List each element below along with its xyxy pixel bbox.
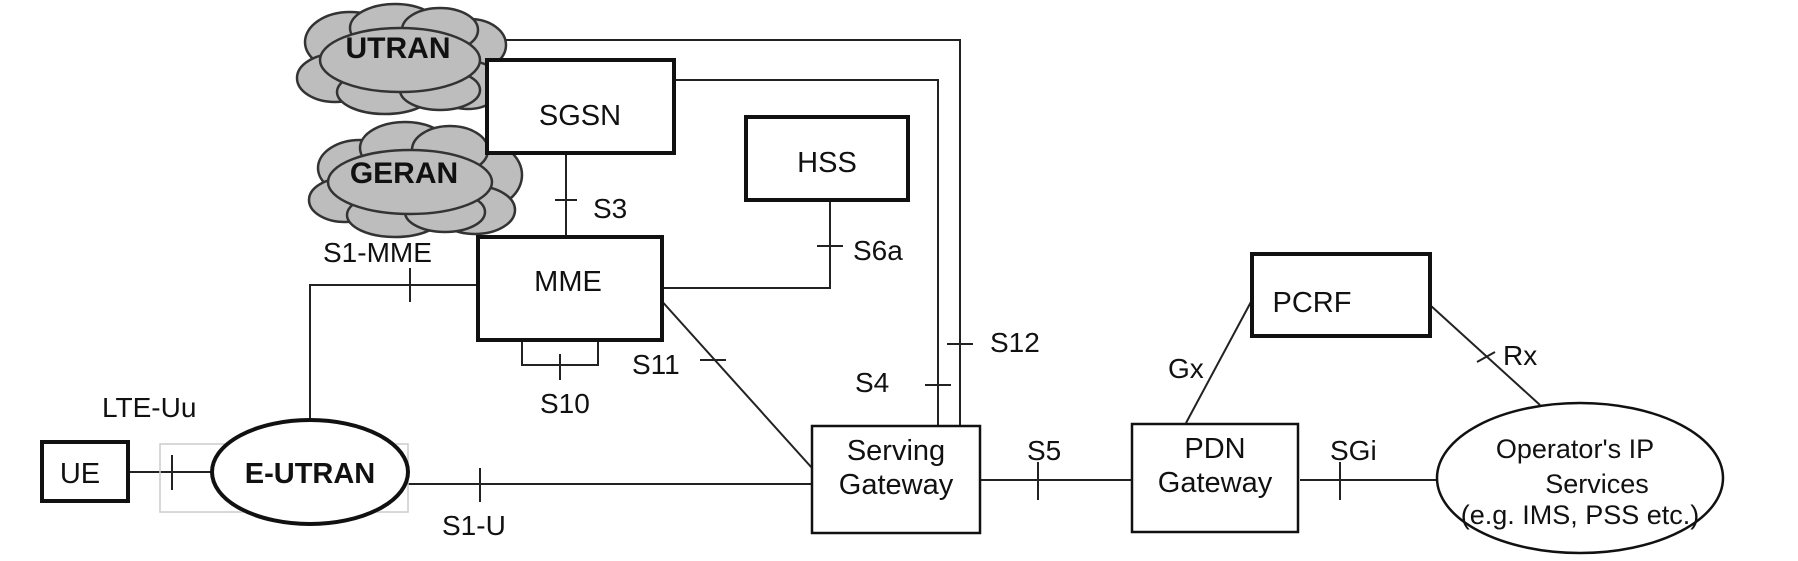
sgsn-box — [485, 58, 676, 155]
utran-label: UTRAN — [346, 32, 451, 65]
operator-label-1: Operator's IP — [1496, 434, 1654, 464]
s6a-label: S6a — [853, 235, 903, 266]
serving-gateway-label-2: Gateway — [839, 469, 954, 501]
eutran-label: E-UTRAN — [245, 458, 376, 490]
geran-label: GERAN — [350, 157, 458, 190]
s4-link — [675, 79, 939, 428]
gx-link — [1185, 299, 1253, 424]
s12-link — [440, 39, 961, 428]
s12-label: S12 — [990, 327, 1040, 358]
rx-link — [1429, 304, 1541, 406]
hss-label: HSS — [797, 147, 857, 179]
geran-cloud-icon — [307, 120, 524, 239]
pdn-gateway-label-1: PDN — [1184, 433, 1245, 465]
operator-label-3: (e.g. IMS, PSS etc.) — [1461, 500, 1700, 530]
s1-u-label: S1-U — [442, 510, 506, 541]
s3-label: S3 — [593, 193, 627, 224]
s11-link — [649, 287, 813, 469]
sgi-label: SGi — [1330, 435, 1377, 466]
mme-box — [476, 235, 664, 342]
operator-services-ellipse — [1435, 401, 1725, 555]
ue-label: UE — [60, 458, 100, 490]
eutran-ellipse — [210, 418, 410, 526]
rx-tick — [1476, 351, 1496, 363]
operator-label-2: Services — [1545, 469, 1649, 499]
serving-gateway-box — [810, 424, 982, 535]
pdn-gateway-label-2: Gateway — [1158, 467, 1273, 499]
s1-mme-label: S1-MME — [323, 237, 432, 268]
s6a-link — [648, 200, 831, 289]
s4-label: S4 — [855, 367, 889, 398]
pcrf-label: PCRF — [1273, 287, 1352, 319]
sgsn-label: SGSN — [539, 100, 621, 132]
mme-label: MME — [534, 266, 602, 298]
pdn-gateway-box — [1130, 422, 1300, 534]
s10-label: S10 — [540, 388, 590, 419]
s5-label: S5 — [1027, 435, 1061, 466]
lte-uu-label: LTE-Uu — [102, 392, 196, 423]
hss-box — [744, 115, 910, 202]
serving-gateway-label-1: Serving — [847, 435, 945, 467]
rx-label: Rx — [1503, 340, 1537, 371]
ue-box — [40, 440, 130, 503]
s1-mme-link — [309, 284, 478, 418]
pcrf-box — [1250, 252, 1432, 338]
s11-label: S11 — [632, 349, 680, 380]
gx-label: Gx — [1168, 353, 1204, 384]
